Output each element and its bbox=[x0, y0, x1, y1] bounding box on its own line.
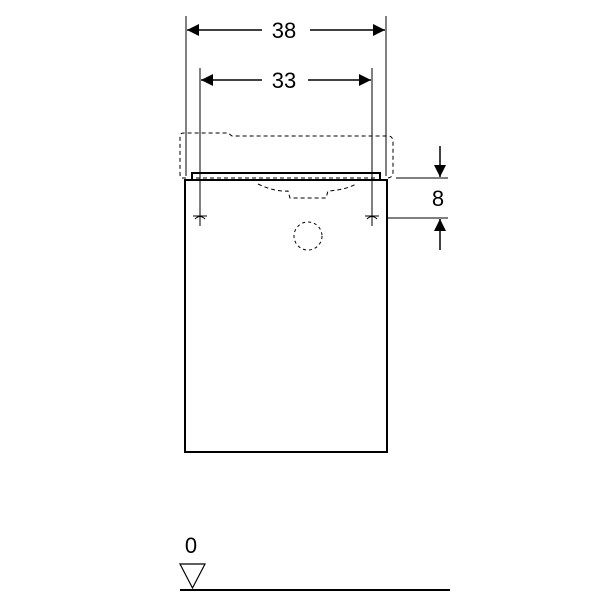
floor-level-triangle-icon bbox=[179, 563, 206, 590]
floor-level-label: 0 bbox=[185, 533, 197, 558]
cabinet-top-lip bbox=[191, 172, 381, 180]
fixing-point-left-icon bbox=[193, 210, 207, 226]
fixing-point-right-icon bbox=[365, 210, 379, 226]
washbasin-outline-dashed bbox=[179, 132, 394, 179]
drain-outlet-dashed bbox=[293, 221, 323, 251]
basin-bowl-dashed bbox=[257, 183, 357, 199]
dimension-label-33: 33 bbox=[272, 68, 296, 93]
dimension-label-38: 38 bbox=[272, 18, 296, 43]
cabinet-body bbox=[184, 179, 388, 453]
dimension-label-8: 8 bbox=[432, 186, 444, 211]
